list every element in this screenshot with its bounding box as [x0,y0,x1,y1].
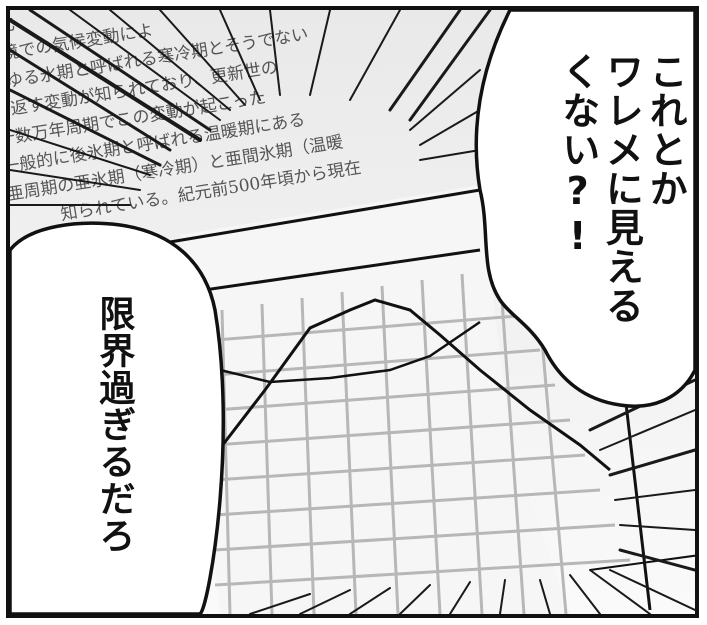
speech-bubble-left-text: 限界過ぎるだろ [93,295,135,554]
manga-panel: 変化 環境での気候変動によ わゆる氷期と呼ばれる寒冷期とそうでない り返す変動が… [6,6,699,618]
document-line: 変化 [10,14,16,39]
speech-bubble-right [474,10,695,408]
speech-bubble-right-text: これとか ワレメに見える くない?! [555,52,688,325]
panel-artwork: 変化 環境での気候変動によ わゆる氷期と呼ばれる寒冷期とそうでない り返す変動が… [10,10,695,614]
graph-page [169,185,695,614]
dialogue-line: これとか [643,52,688,208]
graph-curve [213,298,611,472]
dialogue-line: ワレメに見える [599,52,644,325]
speech-bubble-left [10,221,226,614]
dialogue-line: くない?! [555,52,600,259]
graph-grid [214,273,631,614]
